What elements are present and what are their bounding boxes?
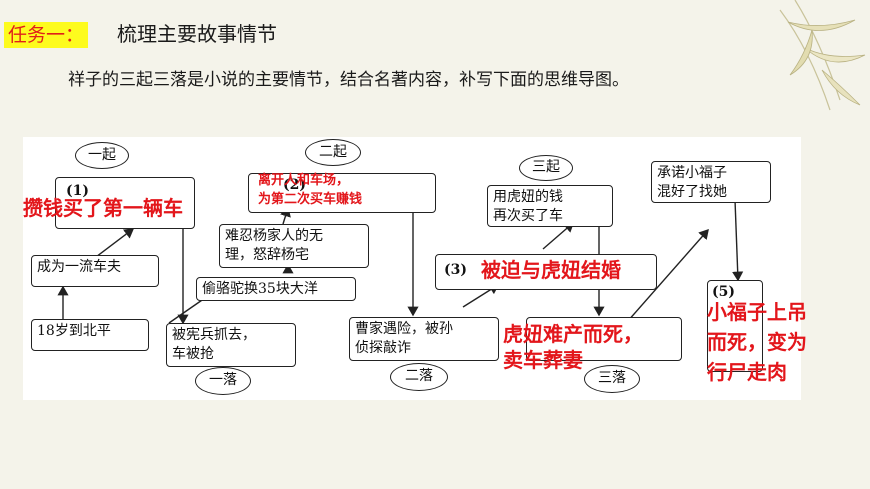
instruction-text: 祥子的三起三落是小说的主要情节，结合名著内容，补写下面的思维导图。 [68,70,629,90]
seized-line-1: 被宪兵抓去， [172,327,256,343]
oval-fall-1: 一落 [195,367,251,395]
answer-2-line-1: 离开人和车场， [258,173,350,188]
task-title: 梳理主要故事情节 [117,22,277,46]
box-blank-1: (1) [55,177,195,229]
box-detective-extortion: 曹家遇险，被孙 侦探敲诈 [349,317,499,361]
answer-5-line-2: 而死，变为 [707,330,807,354]
box-leave-yang-house: 难忍杨家人的无 理，怒辞杨宅 [219,224,369,268]
mind-map: 一起 二起 三起 一落 二落 三落 18岁到北平 成为一流车夫 (1) 被宪兵抓… [23,137,801,400]
sun-line-1: 曹家遇险，被孙 [355,321,453,337]
oval-rise-2: 二起 [305,139,361,166]
box-promise-xiaofuzi: 承诺小福子 混好了找她 [651,161,771,203]
hu-line-2: 再次买了车 [493,208,563,224]
box-blank-5: (5) [707,280,763,372]
answer-5-line-1: 小福子上吊 [707,300,807,324]
oval-fall-2: 二落 [390,363,448,391]
box-seized-by-soldiers: 被宪兵抓去， 车被抢 [166,323,296,367]
oval-rise-3: 三起 [519,155,573,181]
yang-line-2: 理，怒辞杨宅 [225,247,309,263]
promise-line-2: 混好了找她 [657,184,727,200]
box-blank-2: (2) [248,173,436,213]
answer-3: 被迫与虎妞结婚 [481,258,621,282]
oval-rise-1: 一起 [75,142,129,169]
yang-line-1: 难忍杨家人的无 [225,228,323,244]
sun-line-2: 侦探敲诈 [355,340,411,356]
answer-4-line-2: 卖车葬妻 [503,348,583,372]
answer-5-line-3: 行尸走肉 [707,360,787,384]
hu-line-1: 用虎妞的钱 [493,189,563,205]
box-camels: 偷骆驼换35块大洋 [196,277,356,301]
promise-line-1: 承诺小福子 [657,165,727,181]
box-arrive-beiping: 18岁到北平 [31,319,149,351]
task-tag: 任务一： [4,22,89,48]
answer-2-line-2: 为第二次买车赚钱 [258,192,363,207]
box-hu-money-car: 用虎妞的钱 再次买了车 [487,185,613,227]
box-blank-3: (3) [435,254,657,290]
oval-fall-3: 三落 [584,365,640,393]
box-blank-4 [526,317,682,361]
answer-1: 攒钱买了第一辆车 [23,196,183,220]
box-top-puller: 成为一流车夫 [31,255,159,287]
seized-line-2: 车被抢 [172,346,214,362]
answer-4-line-1: 虎妞难产而死， [503,322,643,346]
bamboo-leaf-icon [779,0,866,111]
